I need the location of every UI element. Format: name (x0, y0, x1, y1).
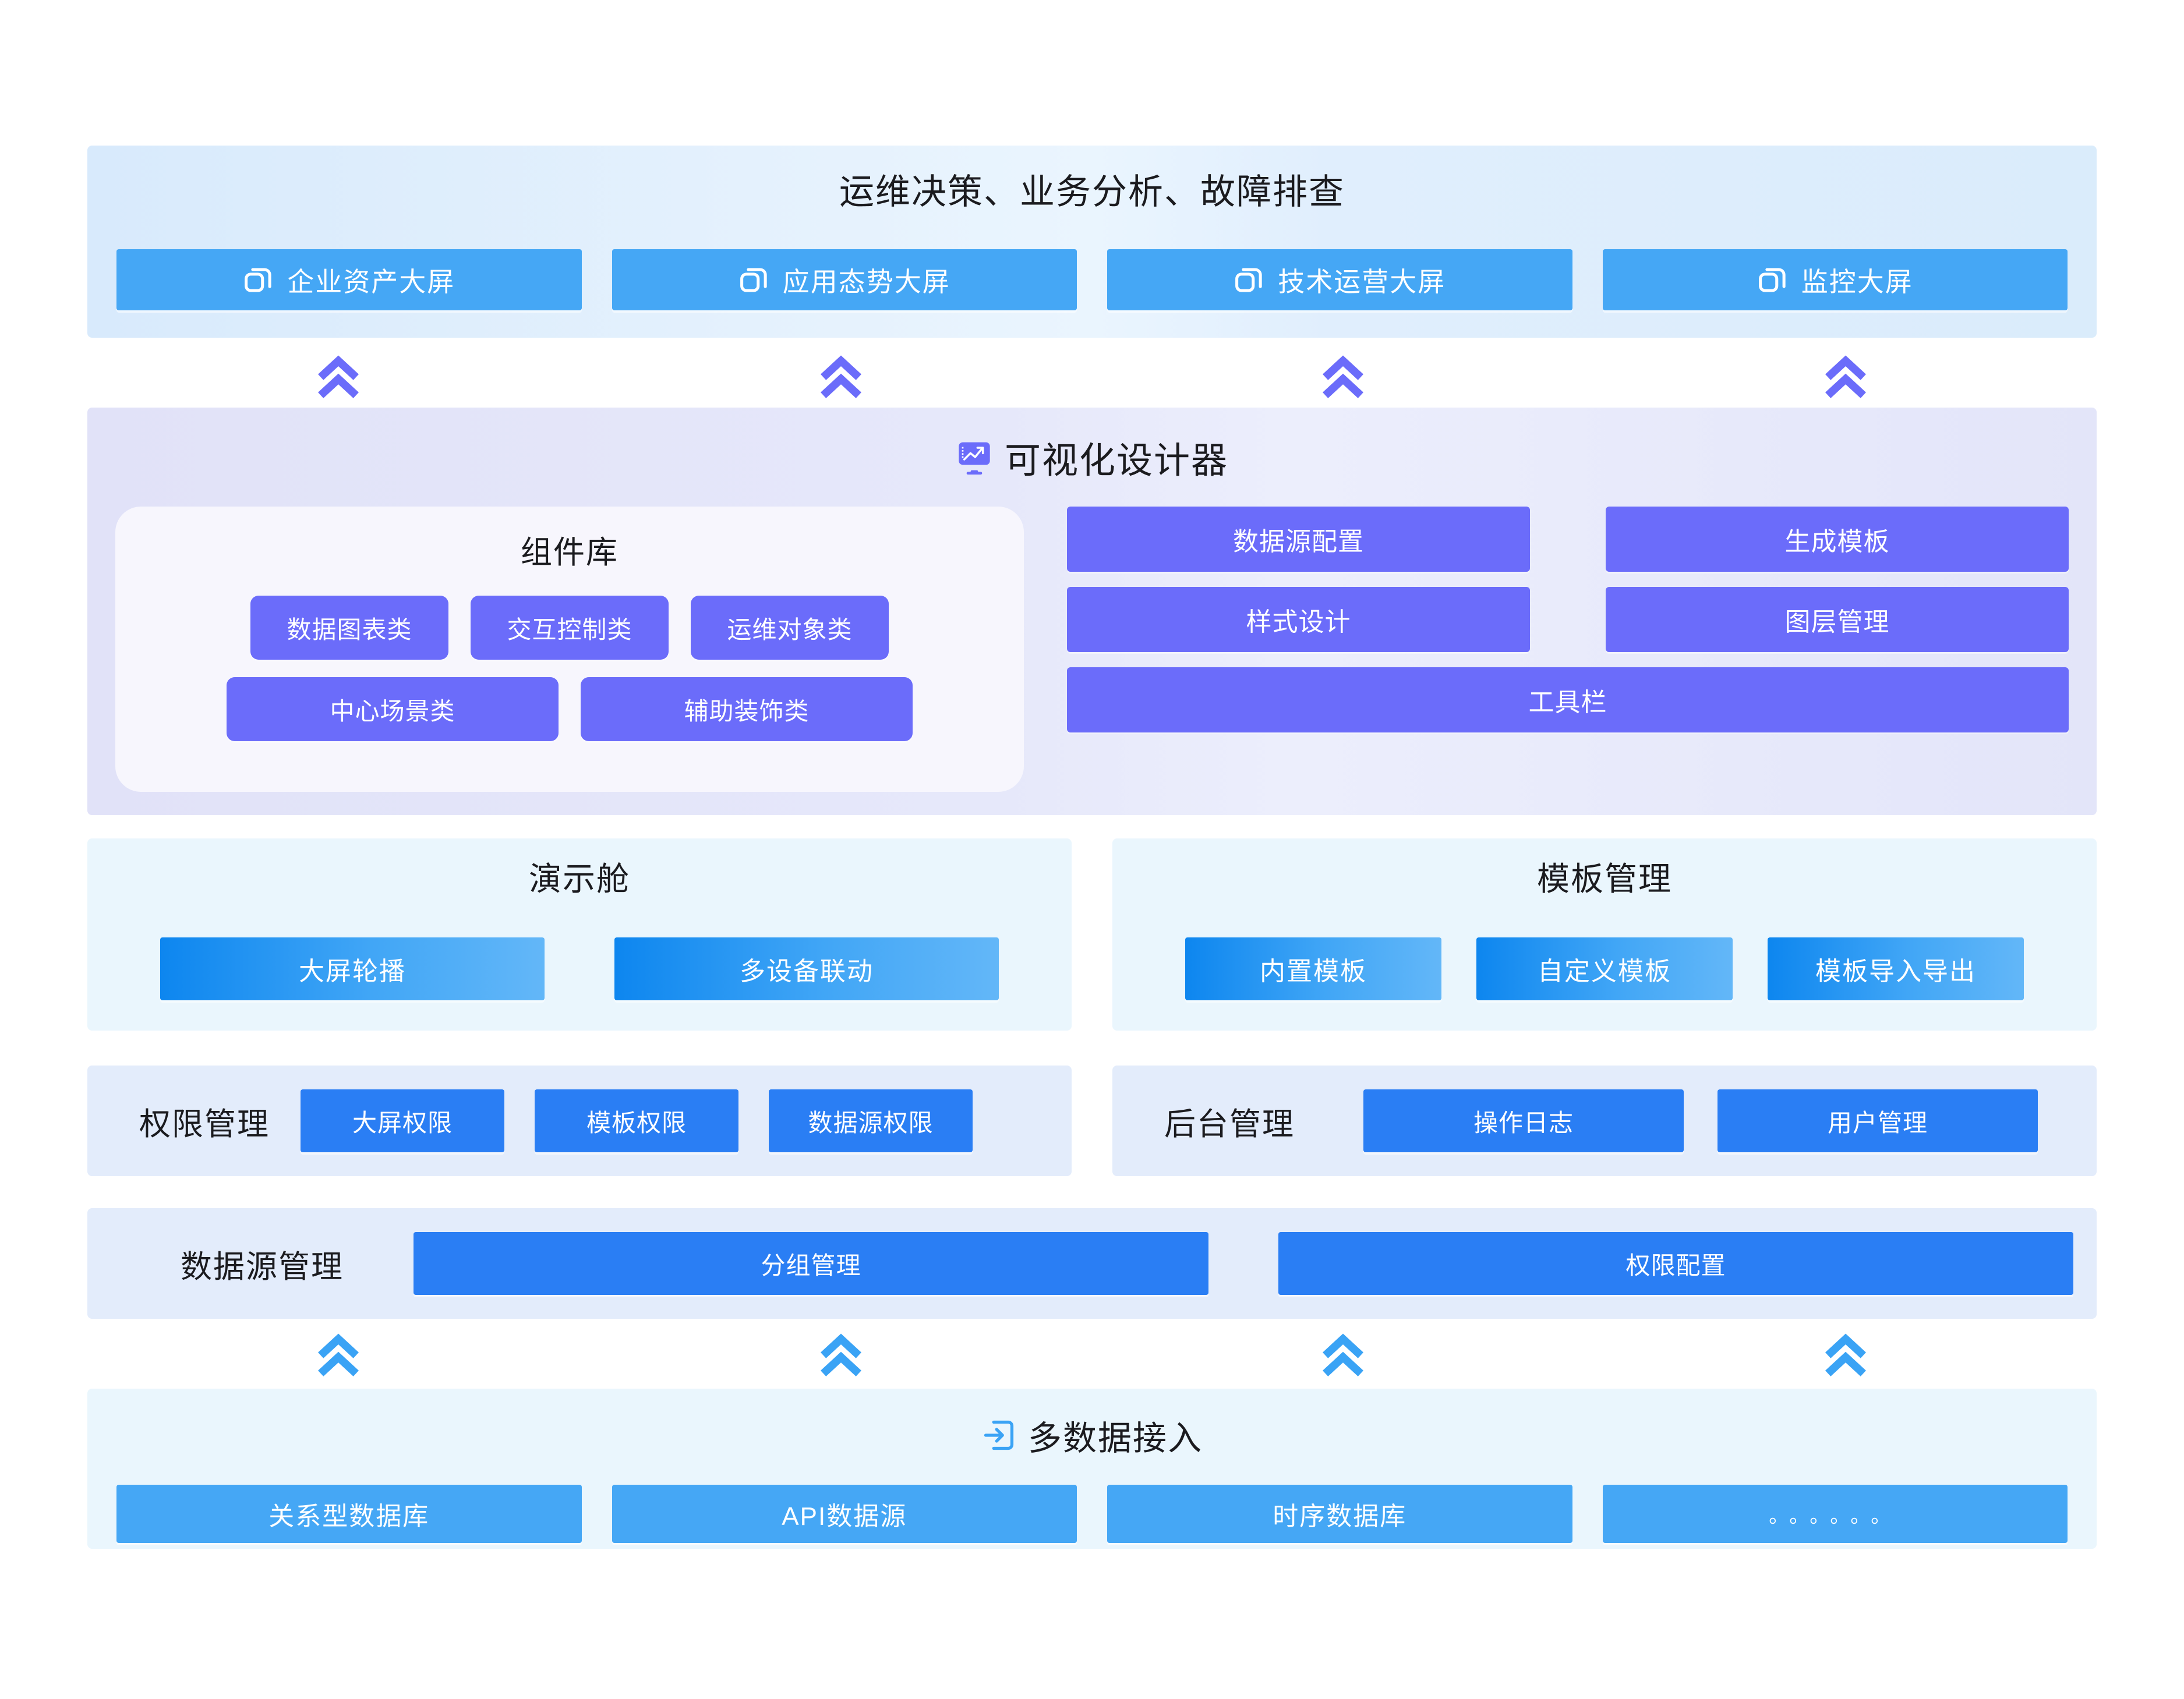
data-source-button-row: 关系型数据库 API数据源 时序数据库 。。。。。。 (116, 1485, 2068, 1543)
permission-button-group: 大屏权限 模板权限 数据源权限 (301, 1089, 1051, 1152)
big-screen-button-row: 企业资产大屏 应用态势大屏 技术运营大屏 (116, 249, 2068, 310)
data-source-button-timeseries-db[interactable]: 时序数据库 (1107, 1485, 1572, 1543)
chevron-cell (1595, 355, 2097, 398)
data-access-title: 多数据接入 (1027, 1420, 1203, 1457)
visual-designer-header: 可视化设计器 (87, 431, 2097, 483)
stacked-screens-icon (1234, 264, 1265, 296)
tool-button-toolbar[interactable]: 工具栏 (1067, 667, 2069, 732)
backend-button-group: 操作日志 用户管理 (1326, 1089, 2076, 1152)
big-screen-label: 技术运营大屏 (1278, 266, 1446, 297)
backend-management-band: 后台管理 操作日志 用户管理 (1112, 1066, 2097, 1176)
chevron-cell (87, 355, 590, 398)
double-chevron-up-icon (820, 355, 861, 398)
stacked-screens-icon (1757, 264, 1789, 296)
chevron-cell (590, 355, 1093, 398)
presentation-pod-title: 演示舱 (529, 861, 630, 897)
chevron-cell (1595, 1333, 2097, 1376)
tool-button-datasource-config[interactable]: 数据源配置 (1067, 507, 1530, 572)
designer-tools-row-1: 数据源配置 生成模板 (1067, 507, 2069, 572)
chevron-cell (590, 1333, 1093, 1376)
data-access-band: 多数据接入 关系型数据库 API数据源 时序数据库 。。。。。。 (87, 1389, 2097, 1549)
big-screen-label: 监控大屏 (1801, 266, 1913, 297)
component-chip-center-scene[interactable]: 中心场景类 (227, 677, 559, 741)
big-screen-label: 应用态势大屏 (782, 266, 950, 297)
template-management-title: 模板管理 (1537, 861, 1672, 897)
tool-button-layer-management[interactable]: 图层管理 (1606, 587, 2069, 652)
backend-button-operation-log[interactable]: 操作日志 (1363, 1089, 1684, 1152)
permission-management-label: 权限管理 (139, 1106, 270, 1142)
tool-button-generate-template[interactable]: 生成模板 (1606, 507, 2069, 572)
double-chevron-up-icon (1825, 1333, 1866, 1376)
template-management-band: 模板管理 内置模板 自定义模板 模板导入导出 (1112, 838, 2097, 1031)
designer-tools-group: 数据源配置 生成模板 样式设计 图层管理 工具栏 (1055, 507, 2069, 792)
chevron-cell (1092, 1333, 1595, 1376)
demo-button-screen-carousel[interactable]: 大屏轮播 (160, 937, 545, 1000)
data-source-button-more[interactable]: 。。。。。。 (1602, 1485, 2068, 1543)
visual-designer-title: 可视化设计器 (1004, 441, 1228, 481)
big-screen-label: 企业资产大屏 (287, 266, 455, 297)
big-screen-button-app-status[interactable]: 应用态势大屏 (612, 249, 1077, 310)
datasource-management-band: 数据源管理 分组管理 权限配置 (87, 1208, 2097, 1319)
big-screen-button-monitoring[interactable]: 监控大屏 (1602, 249, 2068, 310)
presentation-pod-buttons: 大屏轮播 多设备联动 (87, 937, 1072, 1000)
designer-tools-row-2: 样式设计 图层管理 (1067, 587, 2069, 652)
data-access-header: 多数据接入 (87, 1411, 2097, 1460)
presentation-pod-band: 演示舱 大屏轮播 多设备联动 (87, 838, 1072, 1031)
visual-designer-band: 可视化设计器 组件库 数据图表类 交互控制类 运维对象类 中心场景类 辅助装饰类 (87, 408, 2097, 815)
stacked-screens-icon (243, 264, 274, 296)
monitor-chart-icon (956, 438, 993, 476)
data-source-button-api[interactable]: API数据源 (612, 1485, 1077, 1543)
upward-flow-chevrons-upper (87, 355, 2097, 398)
upward-flow-chevrons-lower (87, 1333, 2097, 1376)
data-source-button-relational-db[interactable]: 关系型数据库 (116, 1485, 582, 1543)
visual-designer-body: 组件库 数据图表类 交互控制类 运维对象类 中心场景类 辅助装饰类 数据源配置 … (87, 507, 2097, 815)
component-library-row-1: 数据图表类 交互控制类 运维对象类 (115, 596, 1024, 660)
permission-button-datasource[interactable]: 数据源权限 (769, 1089, 973, 1152)
template-management-buttons: 内置模板 自定义模板 模板导入导出 (1112, 937, 2097, 1000)
chevron-cell (1092, 355, 1595, 398)
application-layer-band: 运维决策、业务分析、故障排查 企业资产大屏 应用 (87, 146, 2097, 338)
stacked-screens-icon (738, 264, 770, 296)
backend-button-user-management[interactable]: 用户管理 (1717, 1089, 2038, 1152)
tool-button-style-design[interactable]: 样式设计 (1067, 587, 1530, 652)
double-chevron-up-icon (820, 1333, 861, 1376)
backend-management-label: 后台管理 (1164, 1106, 1295, 1142)
double-chevron-up-icon (318, 1333, 359, 1376)
demo-button-multi-device-linkage[interactable]: 多设备联动 (614, 937, 999, 1000)
datasource-management-button-group: 分组管理 权限配置 (414, 1232, 2073, 1295)
datasource-button-group-management[interactable]: 分组管理 (414, 1232, 1208, 1295)
component-chip-ops-objects[interactable]: 运维对象类 (691, 596, 889, 660)
double-chevron-up-icon (318, 355, 359, 398)
chevron-cell (87, 1333, 590, 1376)
big-screen-button-enterprise-assets[interactable]: 企业资产大屏 (116, 249, 582, 310)
component-library-card: 组件库 数据图表类 交互控制类 运维对象类 中心场景类 辅助装饰类 (115, 507, 1024, 792)
permission-management-band: 权限管理 大屏权限 模板权限 数据源权限 (87, 1066, 1072, 1176)
component-library-row-2: 中心场景类 辅助装饰类 (115, 677, 1024, 741)
template-button-import-export[interactable]: 模板导入导出 (1768, 937, 2024, 1000)
template-button-builtin[interactable]: 内置模板 (1185, 937, 1441, 1000)
component-chip-interaction-controls[interactable]: 交互控制类 (471, 596, 669, 660)
component-chip-data-charts[interactable]: 数据图表类 (250, 596, 448, 660)
application-layer-title: 运维决策、业务分析、故障排查 (839, 172, 1345, 211)
big-screen-button-tech-ops[interactable]: 技术运营大屏 (1107, 249, 1572, 310)
datasource-button-permission-config[interactable]: 权限配置 (1278, 1232, 2073, 1295)
double-chevron-up-icon (1323, 355, 1364, 398)
component-library-title: 组件库 (521, 535, 619, 570)
permission-button-screen[interactable]: 大屏权限 (301, 1089, 504, 1152)
double-chevron-up-icon (1825, 355, 1866, 398)
datasource-management-label: 数据源管理 (181, 1249, 344, 1284)
double-chevron-up-icon (1323, 1333, 1364, 1376)
import-arrow-icon (981, 1418, 1016, 1453)
template-button-custom[interactable]: 自定义模板 (1476, 937, 1733, 1000)
designer-tools-row-3: 工具栏 (1067, 667, 2069, 732)
component-chip-decoration[interactable]: 辅助装饰类 (581, 677, 913, 741)
permission-button-template[interactable]: 模板权限 (535, 1089, 738, 1152)
